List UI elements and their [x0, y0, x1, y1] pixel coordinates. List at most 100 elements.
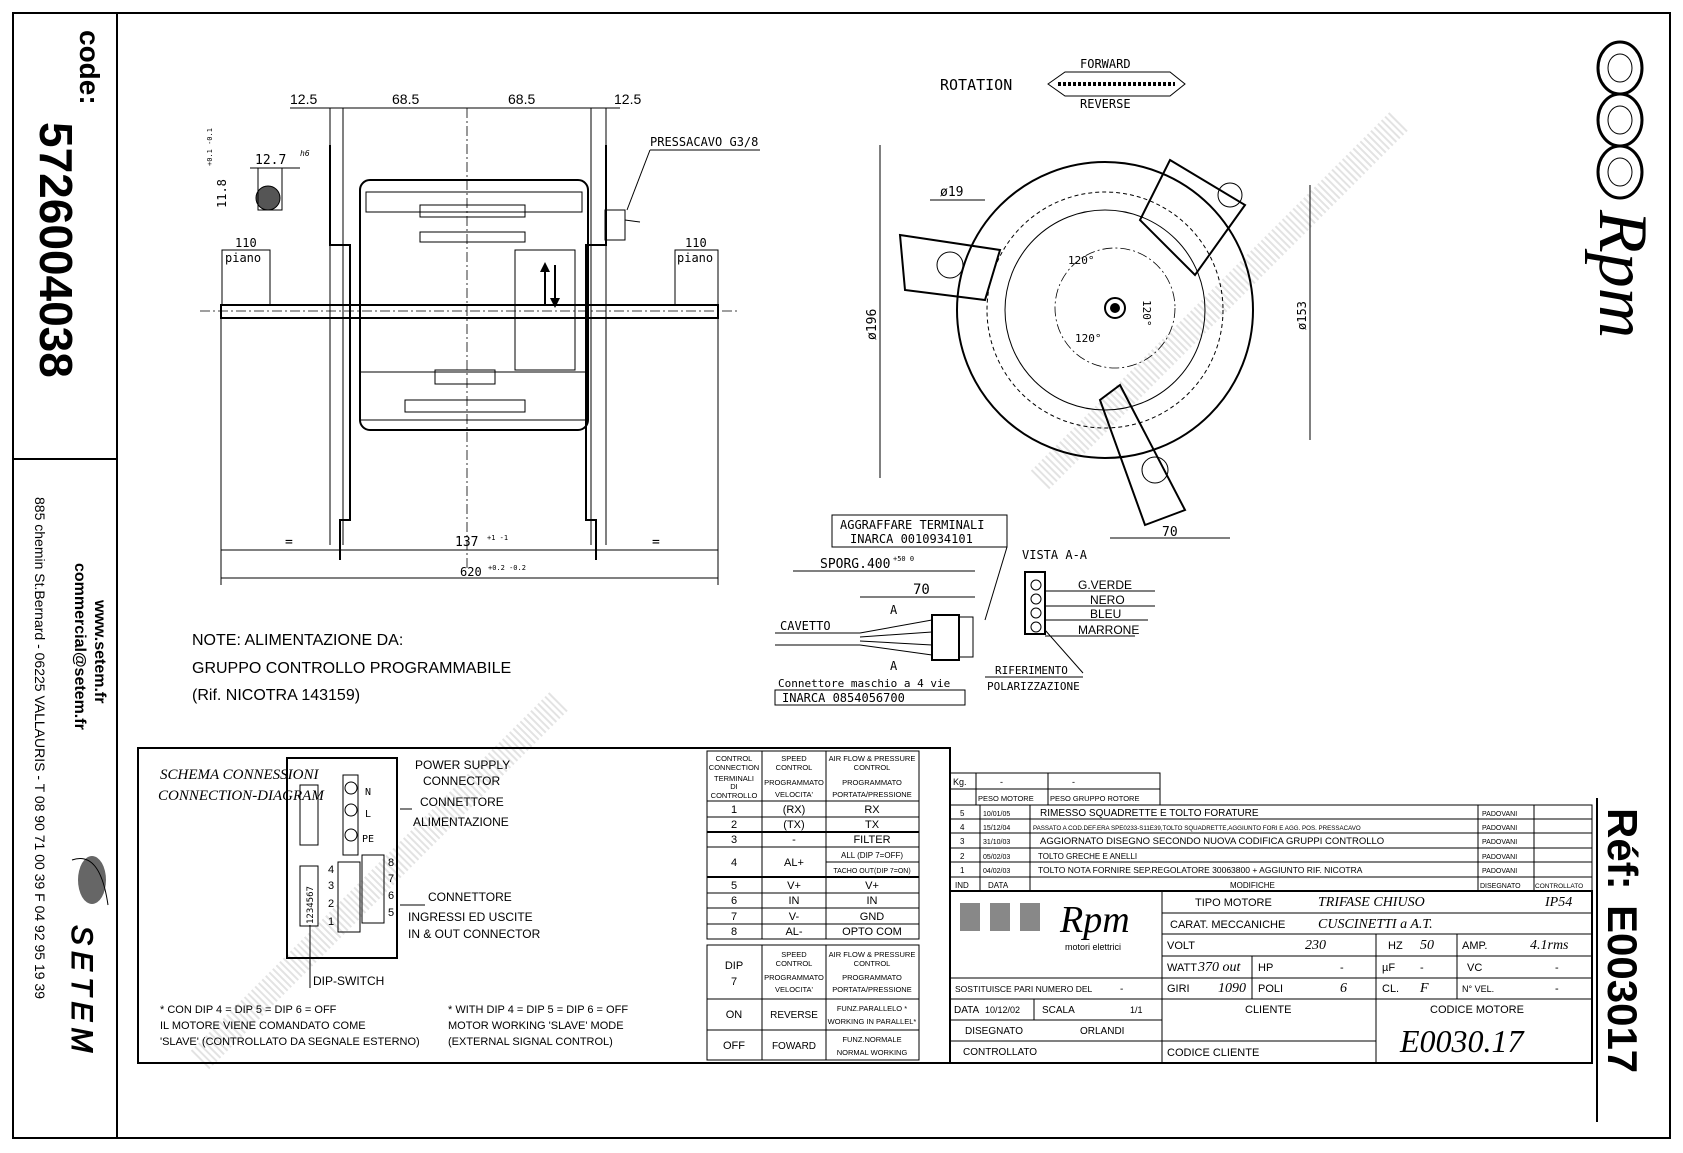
title-block-revisions-3-2-text: TOLTO GRECHE E ANELLI [1038, 852, 1137, 861]
dim-12-5-left: 12.5 [290, 91, 317, 107]
schema-io-pins-right-2-text: 6 [388, 890, 394, 902]
side-view-piano-text: piano [225, 251, 261, 265]
side-view-piano-text: piano [677, 251, 713, 265]
dip-table-rows-0-1-text: REVERSE [770, 1010, 818, 1021]
note-en-line: * WITH DIP 4 = DIP 5 = DIP 6 = OFF [448, 1004, 628, 1016]
schema-io3-text: IN & OUT CONNECTOR [408, 927, 541, 941]
dip-table-header-0-text: DIP [725, 960, 743, 972]
title-block-revisions-4-3-text: PADOVANI [1482, 868, 1517, 875]
title-block-nvel-text: - [1555, 983, 1559, 995]
schema-io2-text: INGRESSI ED USCITE [408, 910, 533, 924]
title-block-revisions-0-1-text: 10/01/05 [983, 811, 1010, 818]
angle-2: 120° [1075, 332, 1102, 345]
control-table-rows-5-1-text: IN [789, 895, 800, 907]
title-block-revisions-0-3-text: PADOVANI [1482, 811, 1517, 818]
title-block-revisions-0-0-text: 5 [960, 809, 965, 818]
title-block-watt-text: 370 out [1197, 960, 1242, 975]
mounting-brackets [898, 158, 1247, 527]
dip-table-rows-0-0-text: ON [726, 1009, 743, 1021]
diameter-196: ø196 [865, 309, 880, 340]
control-table-headers-0-0-text: CONTROL [716, 754, 753, 763]
title-block-controllato-label-text: CONTROLLATO [963, 1047, 1037, 1058]
title-block-revisions-4-0-text: 1 [960, 866, 965, 875]
control-table-headers-2-0-text: AIR FLOW & PRESSURE [829, 950, 916, 959]
setem-brand: SETEM [65, 925, 98, 1058]
connection-schema: SCHEMA CONNESSIONI CONNECTION-DIAGRAM N … [158, 757, 628, 1048]
control-table-headers-1-0-text: SPEED [781, 754, 807, 763]
control-table-headers-1-2-text: PROGRAMMATO [764, 778, 824, 787]
setem-bird-logo [71, 856, 109, 906]
side-view-length-mid-tol-text: +1 -1 [487, 534, 508, 542]
dip-table-rows-1-3-text: NORMAL WORKING [837, 1048, 908, 1057]
diameter-19: ø19 [940, 185, 963, 200]
wire-g-verde: G.VERDE [1078, 578, 1132, 592]
wire-marrone: MARRONE [1078, 623, 1139, 637]
connector-crimp-title-text: AGGRAFFARE TERMINALI [840, 518, 985, 532]
schema-io1-text: CONNETTORE [428, 890, 512, 904]
title-block-volt-label-text: VOLT [1167, 940, 1195, 952]
title-block-data-label-text: DATA [954, 1005, 980, 1016]
title-block-revisions-1-2-text: PASSATO A COD.DEF.ERA SPE0233-S11E39,TOL… [1033, 825, 1361, 832]
control-table-rows-2-1-text: - [792, 834, 796, 846]
title-block-rev-headers-3-text: DISEGNATO [1480, 883, 1521, 890]
connector-sporg-text: SPORG.400 [820, 557, 890, 572]
dip-table-rows-1-2-text: FUNZ.NORMALE [842, 1035, 901, 1044]
control-board [286, 757, 398, 959]
connector-detail: AGGRAFFARE TERMINALI INARCA 0010934101 S… [774, 514, 1155, 706]
address: 885 chemin St.Bernard - 06225 VALLAURIS … [32, 497, 48, 999]
title-block-poli-label-text: POLI [1258, 983, 1283, 995]
connector-ref2-text: POLARIZZAZIONE [987, 680, 1080, 693]
rpm-logo-graphic [1596, 40, 1644, 200]
control-table-rows-3-2-text: ALL (DIP 7=OFF) [841, 851, 903, 860]
control-table-rows-4-2-text: V+ [865, 880, 879, 892]
title-block-revisions-2-1-text: 31/10/03 [983, 839, 1010, 846]
control-table-rows-3-0-text: 4 [731, 857, 737, 869]
side-view-section-tol-text: h6 [300, 149, 310, 158]
schema-power-pins-1-text: L [365, 809, 371, 820]
schema-io-pins-right-0-text: 8 [388, 857, 394, 869]
title-block-revisions-3-3-text: PADOVANI [1482, 854, 1517, 861]
title-block-cl-label-text: CL. [1382, 983, 1399, 995]
dip-table-rows-1-1-text: FOWARD [772, 1041, 816, 1052]
control-table-rows-1-1-text: (TX) [783, 819, 804, 831]
ref-code: E003017 [1599, 905, 1646, 1073]
side-view-length-total-tol-text: +0.2 -0.2 [488, 564, 526, 572]
title-block-weights-1-text: PESO GRUPPO ROTORE [1050, 794, 1139, 803]
title-block-scala-label-text: SCALA [1042, 1005, 1075, 1016]
title-block-watt-label-text: WATT [1167, 962, 1197, 974]
title-block-cl-text: F [1419, 981, 1429, 996]
control-table-headers-2-3-text: PORTATA/PRESSIONE [832, 790, 911, 799]
code-number: 5726004038 [30, 122, 82, 378]
control-table-rows-0-1-text: (RX) [783, 804, 806, 816]
schema-power2-text: CONNECTOR [423, 774, 500, 788]
schema-power1-text: POWER SUPPLY [415, 758, 510, 772]
schema-power4-text: ALIMENTAZIONE [413, 815, 509, 829]
title-block-revisions-3-1-text: 05/02/03 [983, 854, 1010, 861]
direction-arrows-icon [540, 262, 560, 308]
side-view-equal-text: = [652, 535, 660, 550]
title-block-amp-text: 4.1rms [1530, 938, 1569, 953]
schema-power3-text: CONNETTORE [420, 795, 504, 809]
forward-label: FORWARD [1080, 57, 1131, 71]
control-table-rows-3-1-text: AL+ [784, 857, 804, 869]
title-block-hz-text: 50 [1420, 938, 1434, 953]
schema-io-pins-right-3-text: 5 [388, 907, 394, 919]
email: commercial@setem.fr [71, 563, 88, 730]
control-table-rows-7-1-text: AL- [785, 926, 802, 938]
side-view-section-height-text: 11.8 [215, 179, 229, 208]
title-block-hp-text: - [1340, 962, 1344, 974]
title-block-tipo-text: TRIFASE CHIUSO [1318, 895, 1425, 910]
control-table-rows-7-2-text: OPTO COM [842, 926, 902, 938]
angle-1: 120° [1068, 254, 1095, 267]
rotation-label: ROTATION [940, 76, 1012, 94]
title-block-revisions-3-0-text: 2 [960, 852, 965, 861]
piano-dim-left: 110 [235, 236, 257, 250]
ref-label: Réf: [1599, 808, 1646, 890]
control-table-headers-2-3-text: PORTATA/PRESSIONE [832, 985, 911, 994]
control-table-rows-2-0-text: 3 [731, 834, 737, 846]
